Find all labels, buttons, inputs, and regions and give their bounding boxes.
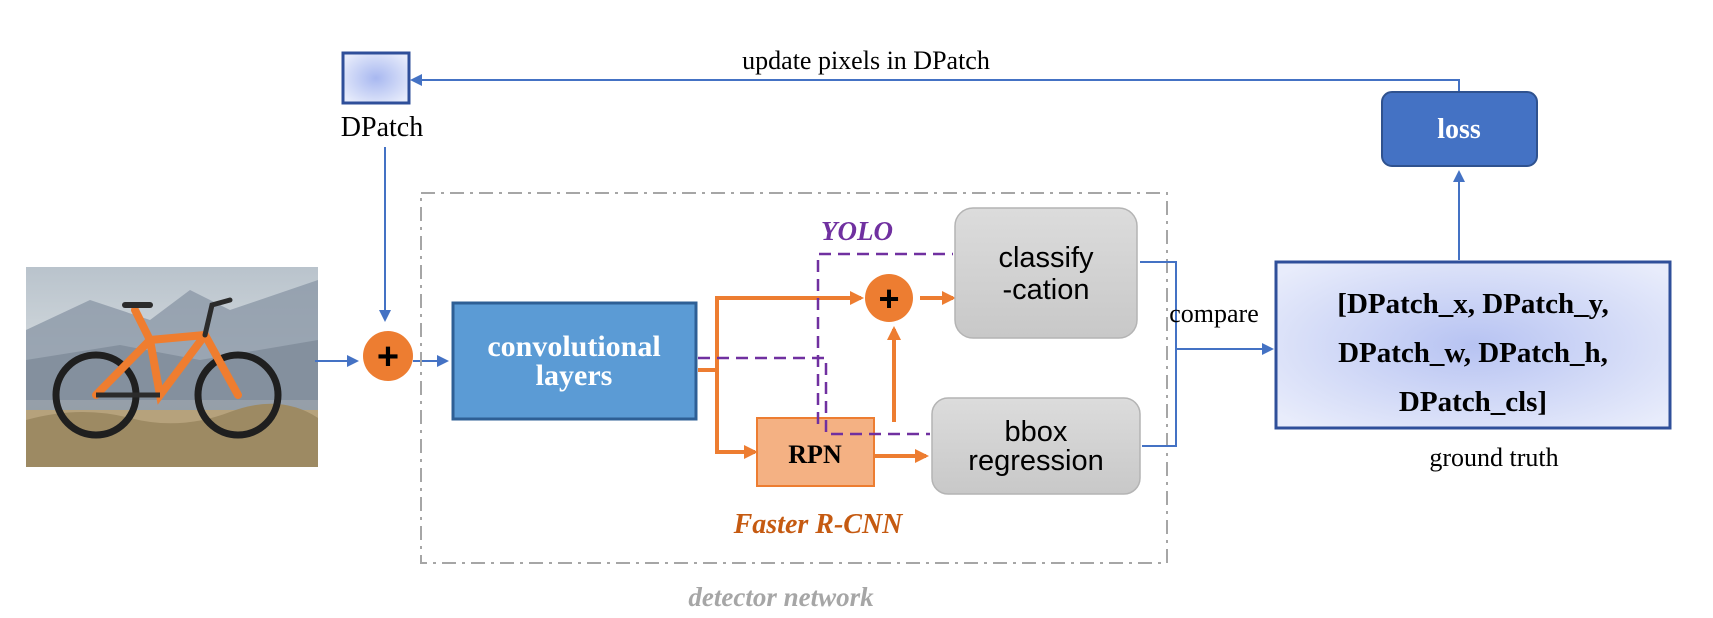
conv-to-rpn-line <box>715 370 758 459</box>
compare-label: compare <box>1169 299 1259 328</box>
gt-line1: [DPatch_x, DPatch_y, <box>1337 288 1608 320</box>
rpn-label: RPN <box>788 440 842 469</box>
bbox-line2: regression <box>968 445 1103 477</box>
conv-to-upper-plus-line <box>698 291 864 372</box>
bbox-regression-box <box>931 397 1141 495</box>
add-operator-icon: + <box>865 274 913 322</box>
yolo-path-conv <box>698 356 930 436</box>
svg-text:+: + <box>878 278 899 319</box>
plus-circle-icon: + <box>363 331 413 381</box>
ground-truth-label: ground truth <box>1429 443 1558 472</box>
classification-box <box>954 207 1138 339</box>
detector-network-box <box>420 192 1168 564</box>
update-arrow <box>410 74 1460 92</box>
dpatch-patch <box>341 51 411 105</box>
compare-bracket <box>1140 261 1177 447</box>
gt-line3: DPatch_cls] <box>1399 386 1547 418</box>
conv-layers-line2: layers <box>536 359 613 392</box>
svg-text:+: + <box>377 336 399 378</box>
bbox-line1: bbox <box>1005 416 1068 448</box>
classification-line1: classify <box>998 242 1094 274</box>
rpn-box <box>756 417 875 487</box>
classification-line2: -cation <box>1002 274 1089 306</box>
input-image <box>26 267 318 467</box>
update-pixels-label: update pixels in DPatch <box>742 46 990 75</box>
loss-box <box>1381 91 1538 167</box>
conv-layers-box <box>451 301 698 421</box>
gt-line2: DPatch_w, DPatch_h, <box>1338 337 1608 369</box>
yolo-label: YOLO <box>821 216 893 246</box>
detector-network-label: detector network <box>688 582 874 612</box>
conv-layers-line1: convolutional <box>487 330 660 363</box>
loss-label: loss <box>1437 114 1481 145</box>
dpatch-label: DPatch <box>341 112 423 143</box>
faster-rcnn-label: Faster R-CNN <box>733 509 905 540</box>
ground-truth-box <box>1274 260 1672 430</box>
